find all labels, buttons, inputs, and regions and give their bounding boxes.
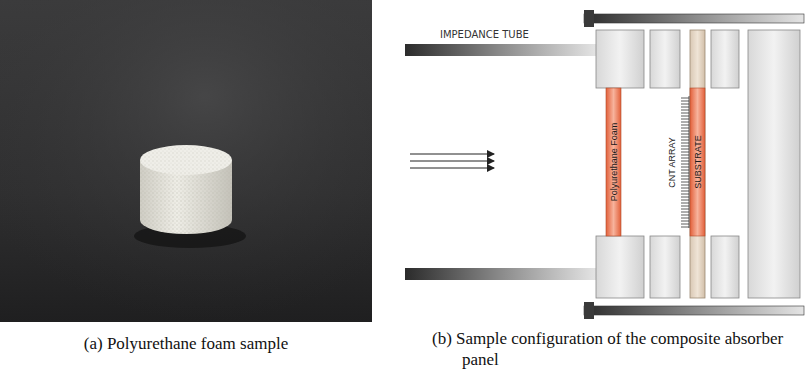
foam-photo [0,0,372,322]
array-label: CNT ARRAY [667,137,676,188]
material-band: SUBSTRATE [690,88,705,236]
tube-label: IMPEDANCE TUBE [440,29,529,41]
band-label: Polyurethane Foam [609,123,618,202]
impedance-tube-schematic [405,10,804,319]
subcaption: (a) Polyurethane foam sample [0,334,372,354]
material-band: Polyurethane Foam [606,88,621,236]
band-label: SUBSTRATE [693,135,702,188]
subcaption: (b) Sample configuration of the composit… [432,329,802,370]
